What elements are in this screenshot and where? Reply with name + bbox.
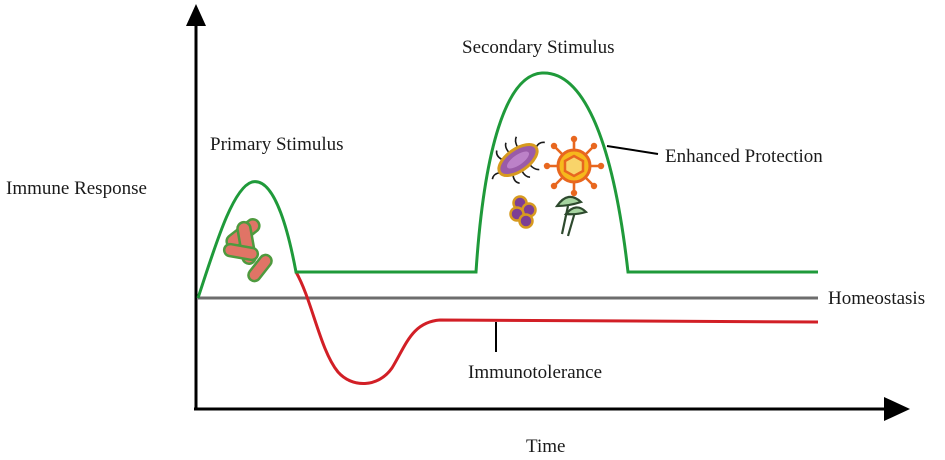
immunotolerance-curve: [294, 271, 819, 385]
immunotolerance-label: Immunotolerance: [468, 362, 602, 383]
enhanced-protection-label: Enhanced Protection: [665, 146, 823, 167]
cocci-icon: [509, 195, 537, 229]
immune-response-curve: [196, 71, 818, 299]
virus-icon: [543, 135, 605, 197]
y-axis-arrow: [186, 4, 206, 26]
x-axis-arrow: [884, 397, 910, 421]
y-axis-label: Immune Response: [6, 178, 147, 199]
primary-stimulus-label: Primary Stimulus: [210, 134, 344, 155]
bacteria-icon: [222, 218, 273, 283]
x-axis-label: Time: [526, 436, 565, 457]
homeostasis-label: Homeostasis: [828, 288, 925, 309]
secondary-stimulus-label: Secondary Stimulus: [462, 37, 615, 58]
fungus-icon: [554, 195, 589, 237]
germ-icon: [491, 136, 545, 185]
enhanced-protection-leader: [606, 145, 659, 155]
